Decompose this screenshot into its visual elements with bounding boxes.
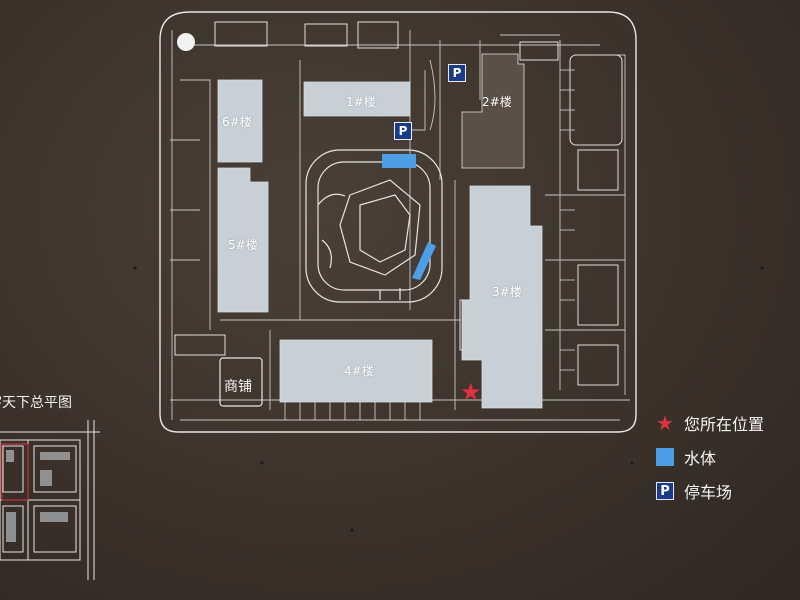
building-4-label: 4#楼 <box>344 364 374 378</box>
water-bodies <box>382 154 436 280</box>
site-boundary <box>159 11 637 433</box>
water-north <box>382 154 416 168</box>
water-east <box>412 242 436 280</box>
mini-site-plan <box>0 420 100 580</box>
star-icon: ★ <box>656 411 674 435</box>
buildings <box>217 53 543 409</box>
building-3-label: 3#楼 <box>492 285 522 299</box>
building-6 <box>217 79 263 163</box>
legend-water: 水体 <box>656 440 796 474</box>
building-5 <box>217 167 269 313</box>
legend-parking-label: 停车场 <box>684 483 733 502</box>
legend-water-label: 水体 <box>684 449 717 468</box>
legend-parking: P 停车场 <box>656 474 796 508</box>
building-2-label: 2#楼 <box>482 95 512 109</box>
building-4 <box>279 339 433 403</box>
legend-you-are-here-label: 您所在位置 <box>684 415 765 434</box>
mini-map-title: 宇天下总平图 <box>0 395 72 411</box>
you-are-here-star-icon: ★ <box>460 378 482 406</box>
parking-icon: P <box>656 482 674 500</box>
shop-building <box>219 357 263 407</box>
compass-marker <box>177 33 195 51</box>
parking-badge-north: P <box>448 64 466 82</box>
building-3 <box>461 185 543 409</box>
central-garden <box>305 149 443 303</box>
building-6-label: 6#楼 <box>222 115 252 129</box>
building-5-label: 5#楼 <box>228 238 258 252</box>
water-swatch-icon <box>656 448 674 466</box>
parking-badge-center: P <box>394 122 412 140</box>
building-1-label: 1#楼 <box>346 95 376 109</box>
legend-you-are-here: ★ 您所在位置 <box>656 406 796 440</box>
map-legend: ★ 您所在位置 水体 P 停车场 <box>656 406 796 508</box>
building-1 <box>303 81 411 117</box>
parking-stalls-bottom <box>284 69 575 420</box>
shop-label: 商铺 <box>224 379 252 395</box>
building-2 <box>461 53 525 169</box>
